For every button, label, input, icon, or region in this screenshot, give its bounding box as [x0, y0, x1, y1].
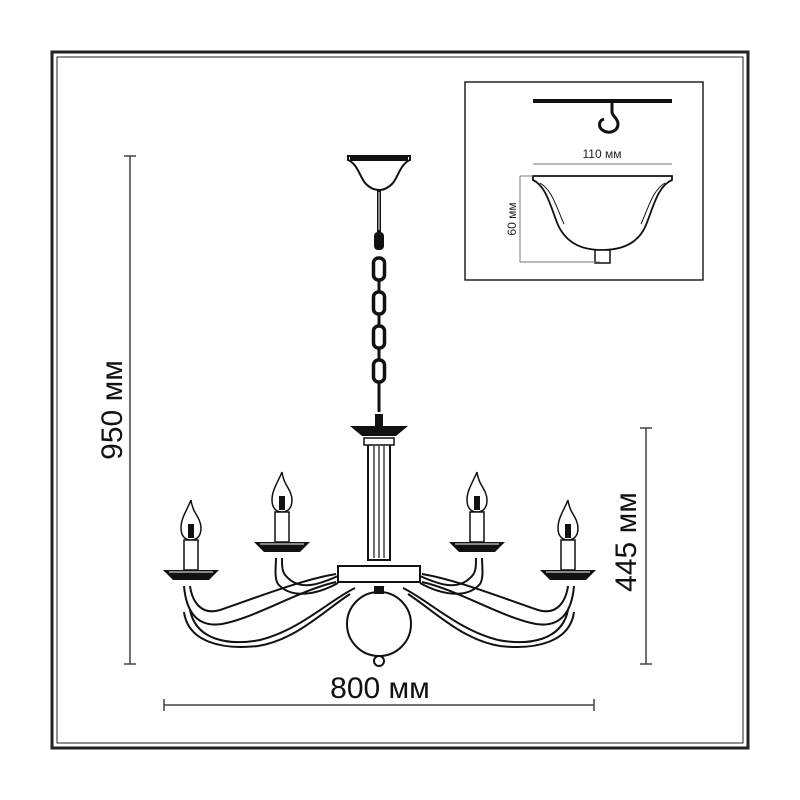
height-label: 950 мм	[96, 360, 129, 460]
ceiling-hook	[533, 99, 672, 134]
candle-inner-left	[253, 471, 311, 553]
frame	[50, 50, 750, 750]
candle-outer-right	[539, 499, 597, 581]
arms	[183, 557, 575, 648]
canopy-detail-box: 110 мм 60 мм	[464, 81, 704, 281]
canopy-width-label: 110 мм	[583, 147, 622, 161]
top-plate	[350, 426, 408, 436]
ceiling-canopy	[347, 155, 411, 192]
width-dimension: 800 мм	[163, 672, 595, 711]
candle-outer-left	[162, 499, 220, 581]
central-column	[363, 437, 395, 561]
chandelier	[162, 155, 597, 667]
width-label: 800 мм	[330, 672, 430, 705]
hub	[337, 565, 421, 583]
bottom-ball	[346, 586, 412, 667]
candle-inner-right	[448, 471, 506, 553]
chain	[371, 190, 387, 412]
canopy-bell	[532, 175, 673, 264]
height-dimension: 950 мм	[96, 155, 136, 665]
canopy-height-label: 60 мм	[505, 202, 519, 235]
arm-height-dimension: 445 мм	[610, 427, 652, 665]
arm-height-label: 445 мм	[610, 492, 643, 592]
